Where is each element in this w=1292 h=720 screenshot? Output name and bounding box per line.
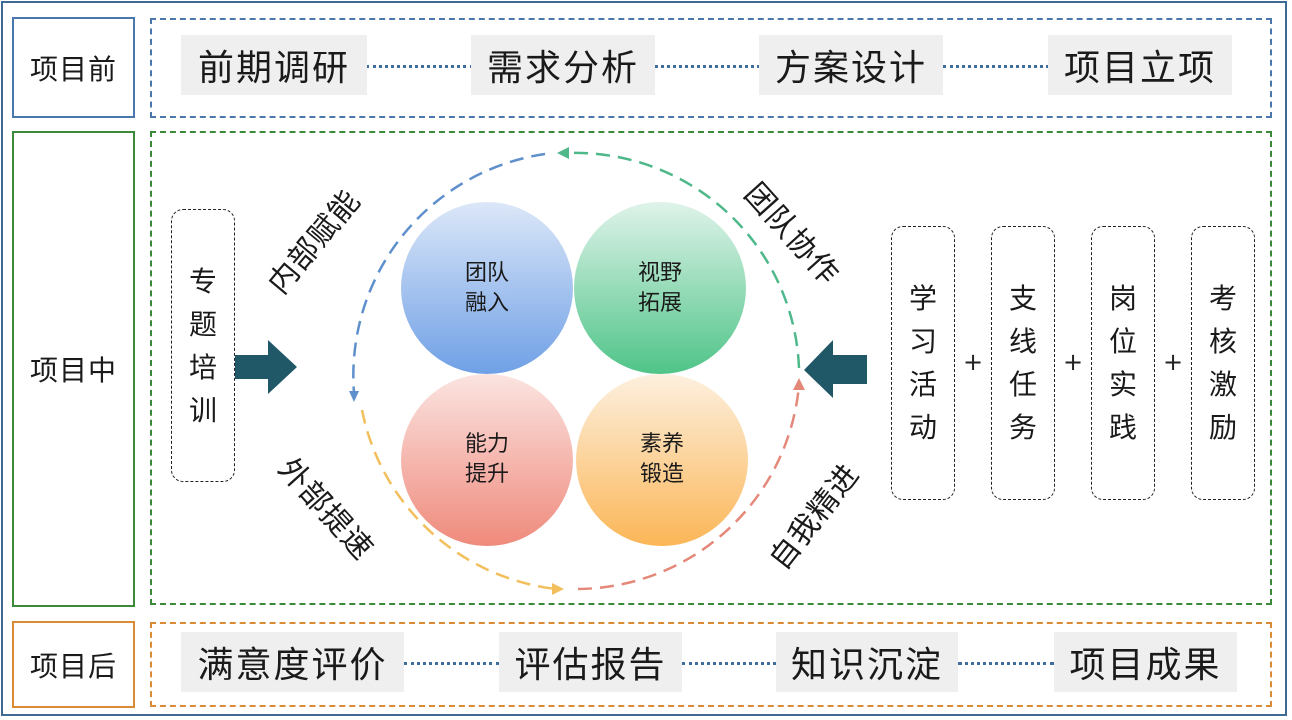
label-line: 能力 <box>464 432 509 457</box>
label-line: 拓展 <box>637 291 682 316</box>
arrow-left-icon <box>804 340 867 398</box>
box-char: 专 <box>188 264 217 298</box>
connector <box>943 65 1049 68</box>
phase-label-after-text: 项目后 <box>29 649 117 683</box>
circle-team-integration <box>401 202 573 374</box>
label-ability-improvement: 能力 提升 <box>427 430 547 490</box>
step-solution-design: 方案设计 <box>759 35 943 95</box>
box-char: 支 <box>1008 282 1037 315</box>
arrowhead-icon <box>349 391 359 402</box>
box-char: 践 <box>1108 411 1137 444</box>
label-line: 锻造 <box>639 462 684 487</box>
connector <box>682 662 776 665</box>
plus-sign: + <box>963 348 984 376</box>
arc-external-acceleration <box>360 409 557 591</box>
phase-body-during <box>150 131 1272 605</box>
label-line: 团队 <box>464 261 509 286</box>
connector <box>655 65 760 68</box>
connector <box>404 662 499 665</box>
phase-body-after <box>150 622 1272 707</box>
arrowhead-icon <box>552 583 564 595</box>
box-char: 任 <box>1008 368 1037 401</box>
step-satisfaction-evaluation: 满意度评价 <box>181 632 404 692</box>
box-char: 活 <box>908 368 937 401</box>
box-char: 务 <box>1008 411 1037 444</box>
label-team-integration: 团队 融入 <box>427 259 547 319</box>
box-char: 考 <box>1208 282 1237 315</box>
phase-label-during: 项目中 <box>12 131 135 607</box>
box-side-tasks: 支 线 任 务 <box>991 226 1055 500</box>
box-char: 岗 <box>1108 282 1137 315</box>
label-line: 素养 <box>639 432 684 457</box>
label-line: 提升 <box>464 462 509 487</box>
box-learning-activities: 学 习 活 动 <box>891 226 955 500</box>
box-char: 激 <box>1208 368 1237 401</box>
step-project-approval: 项目立项 <box>1048 35 1232 95</box>
box-char: 习 <box>908 325 937 358</box>
connector <box>958 662 1054 665</box>
label-quality-forging: 素养 锻造 <box>602 430 722 490</box>
phase-body-before <box>150 18 1272 118</box>
box-char: 培 <box>188 350 217 384</box>
box-char: 位 <box>1108 325 1137 358</box>
label-line: 融入 <box>464 291 509 316</box>
label-vision-expansion: 视野 拓展 <box>600 259 720 319</box>
box-char: 题 <box>188 307 217 341</box>
box-char: 动 <box>908 411 937 444</box>
step-research: 前期调研 <box>181 35 367 95</box>
step-knowledge-accumulation: 知识沉淀 <box>776 632 958 692</box>
connector <box>366 65 473 68</box>
phase-label-before: 项目前 <box>12 17 135 118</box>
arc-internal-empowerment <box>352 152 546 394</box>
phase-label-after: 项目后 <box>12 621 135 708</box>
box-char: 训 <box>188 393 217 427</box>
arc-teamwork <box>567 151 801 369</box>
arrowhead-icon <box>557 147 569 159</box>
label-line: 视野 <box>637 261 682 286</box>
box-char: 线 <box>1008 325 1037 358</box>
box-assessment-incentive: 考 核 激 励 <box>1191 226 1255 500</box>
plus-sign: + <box>1163 348 1184 376</box>
arc-self-improvement <box>577 384 801 591</box>
phase-label-during-text: 项目中 <box>29 354 117 387</box>
phase-label-before-text: 项目前 <box>29 52 117 86</box>
circle-ability-improvement <box>401 374 573 546</box>
box-special-training: 专 题 培 训 <box>171 209 235 482</box>
step-evaluation-report: 评估报告 <box>499 632 682 692</box>
circle-vision-expansion <box>574 202 746 374</box>
box-char: 实 <box>1108 368 1137 401</box>
plus-sign: + <box>1063 348 1084 376</box>
circle-quality-forging <box>576 374 748 546</box>
box-job-practice: 岗 位 实 践 <box>1091 226 1155 500</box>
box-char: 核 <box>1208 325 1237 358</box>
step-project-outcomes: 项目成果 <box>1054 632 1237 692</box>
box-char: 励 <box>1208 411 1237 444</box>
step-requirement-analysis: 需求分析 <box>471 35 655 95</box>
arrow-right-icon <box>234 340 297 394</box>
arrowhead-icon <box>793 378 805 390</box>
box-char: 学 <box>908 282 937 315</box>
